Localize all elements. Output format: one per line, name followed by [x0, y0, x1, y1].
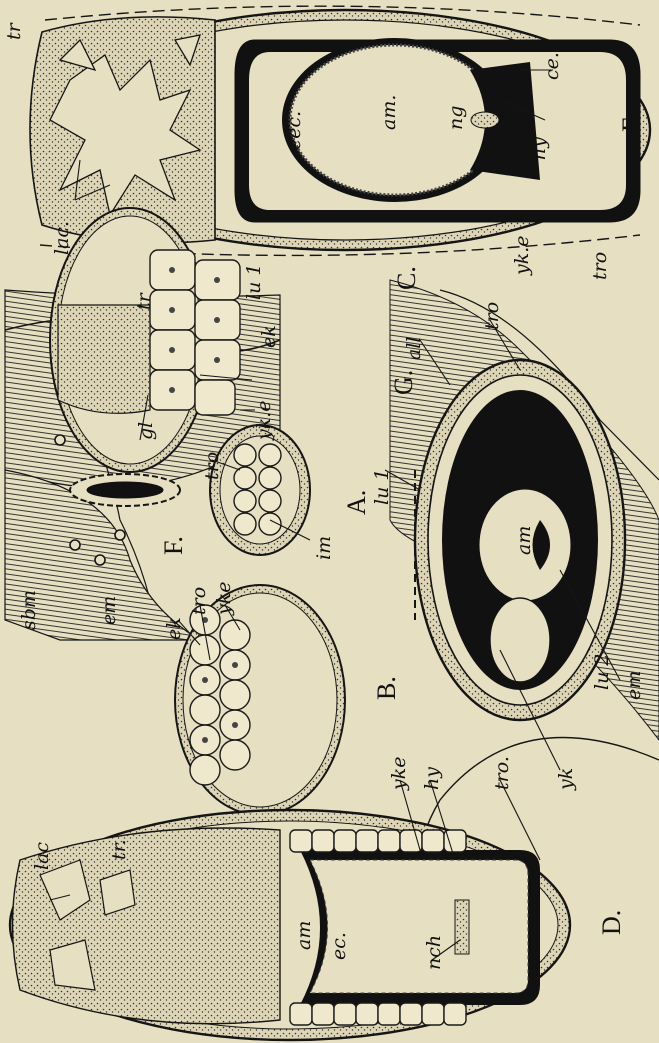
label-d-lac: lac [31, 842, 53, 870]
label-d-ec: ec. [328, 932, 350, 960]
label-a-tro: tro [201, 452, 223, 480]
label-f-gl: gl [135, 422, 157, 440]
label-b-tro: tro [188, 587, 210, 615]
label-e-lac: lac. [51, 221, 73, 255]
figure-b-title: B. [372, 676, 401, 700]
figure-c-title: C. [392, 266, 421, 290]
label-e-hy: hy [528, 137, 550, 160]
label-f-sbm: sbm [18, 590, 40, 630]
label-b-ek: ek [163, 617, 185, 640]
figure-d-title: D. [597, 910, 626, 935]
label-d-yke: yke [388, 757, 410, 792]
label-f-lu1: lu 1 [243, 264, 265, 300]
figure-e-title: E. [617, 110, 646, 132]
figure-d [10, 810, 570, 1040]
label-d-tr: tr. [108, 839, 130, 860]
label-e-ng: ng [445, 106, 467, 130]
label-g-lu2: lu 2 [591, 654, 613, 690]
label-e-am: am. [378, 95, 400, 130]
label-d-am: am [293, 921, 315, 950]
label-e-yke: yk.e [511, 235, 533, 276]
figure-g-title: G. [389, 370, 418, 395]
figure-b [175, 585, 345, 815]
label-g-tro: tro [481, 302, 503, 330]
label-c-yke: yk.e [253, 400, 275, 441]
label-c-tr: tr [133, 291, 155, 310]
label-a-im: im [313, 536, 335, 560]
label-g-all: all [403, 337, 425, 360]
figure-a-title: A. [342, 490, 371, 515]
label-g-lu1: lu 1 [371, 469, 393, 505]
label-e-tr: tr [3, 21, 25, 40]
label-g-em: em [623, 671, 645, 700]
label-c-ek: ek [258, 325, 280, 348]
label-e-eec: eec. [283, 111, 305, 150]
label-e-ce: ce. [541, 52, 563, 80]
figure-f-title: F. [159, 536, 188, 555]
figure-a [210, 425, 310, 555]
label-g-am: am [513, 526, 535, 555]
label-b-yke: yke [213, 582, 235, 617]
label-f-em: em [98, 596, 120, 625]
label-g-yk: yk [555, 768, 577, 791]
label-e-tro: tro [589, 252, 611, 280]
